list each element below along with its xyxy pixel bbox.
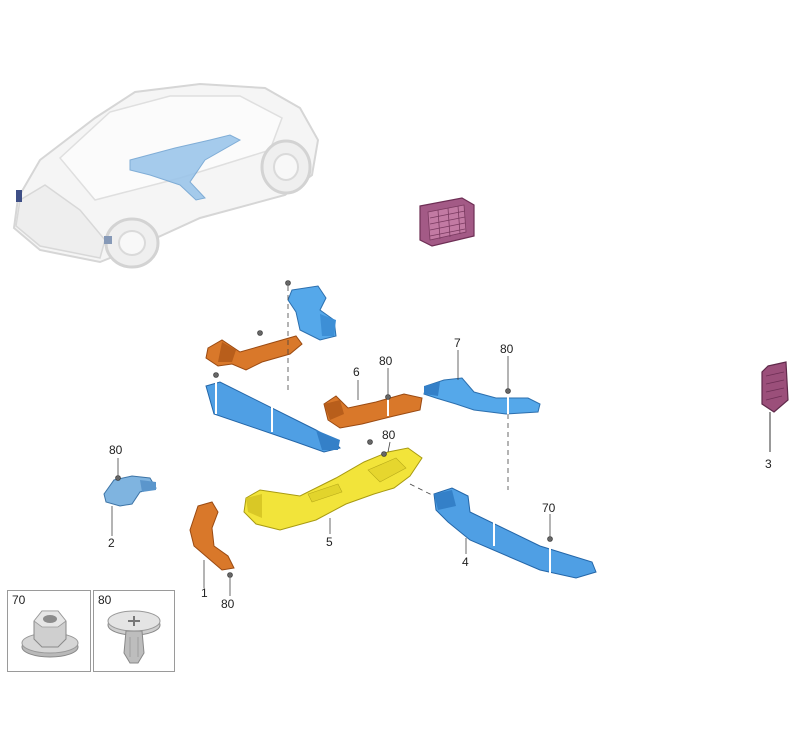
callout-part-5: 5	[326, 535, 333, 549]
part-3-grille	[761, 361, 789, 452]
hex-nut-icon	[21, 610, 79, 658]
grille-part	[419, 197, 475, 247]
part-5-duct	[243, 447, 423, 531]
part-6-duct	[323, 392, 423, 429]
blue-vent-upper	[287, 285, 337, 341]
legend-clip-label: 80	[98, 593, 112, 607]
callout-part-2: 2	[108, 536, 115, 550]
callout-fastener-80-d: 80	[382, 428, 396, 442]
callout-part-6: 6	[353, 365, 360, 379]
part-1-bracket	[189, 501, 235, 571]
push-clip-icon	[107, 610, 161, 664]
legend-nut-label: 70	[12, 593, 26, 607]
car-overview	[12, 82, 320, 269]
part-4-duct	[433, 487, 597, 579]
callout-fastener-80-e: 80	[500, 342, 514, 356]
callout-part-4: 4	[462, 555, 469, 569]
callout-fastener-80-a: 80	[109, 443, 123, 457]
callout-fastener-70: 70	[542, 501, 556, 515]
callout-part-7: 7	[454, 336, 461, 350]
legend-clip-80: 80	[93, 590, 175, 672]
callout-part-1: 1	[201, 586, 208, 600]
legend-nut-70: 70	[7, 590, 91, 672]
car-taillight-icon	[16, 190, 22, 202]
callout-fastener-80-c: 80	[379, 354, 393, 368]
orange-duct-upper	[205, 335, 303, 371]
callout-part-3: 3	[765, 457, 772, 471]
blue-duct-left	[205, 378, 341, 453]
part-7-duct	[423, 377, 541, 416]
callout-fastener-80-b: 80	[221, 597, 235, 611]
part-2-bracket	[103, 475, 157, 507]
leader-lines	[111, 286, 551, 596]
car-duct-highlight	[129, 134, 242, 201]
screw-icons	[115, 280, 553, 578]
